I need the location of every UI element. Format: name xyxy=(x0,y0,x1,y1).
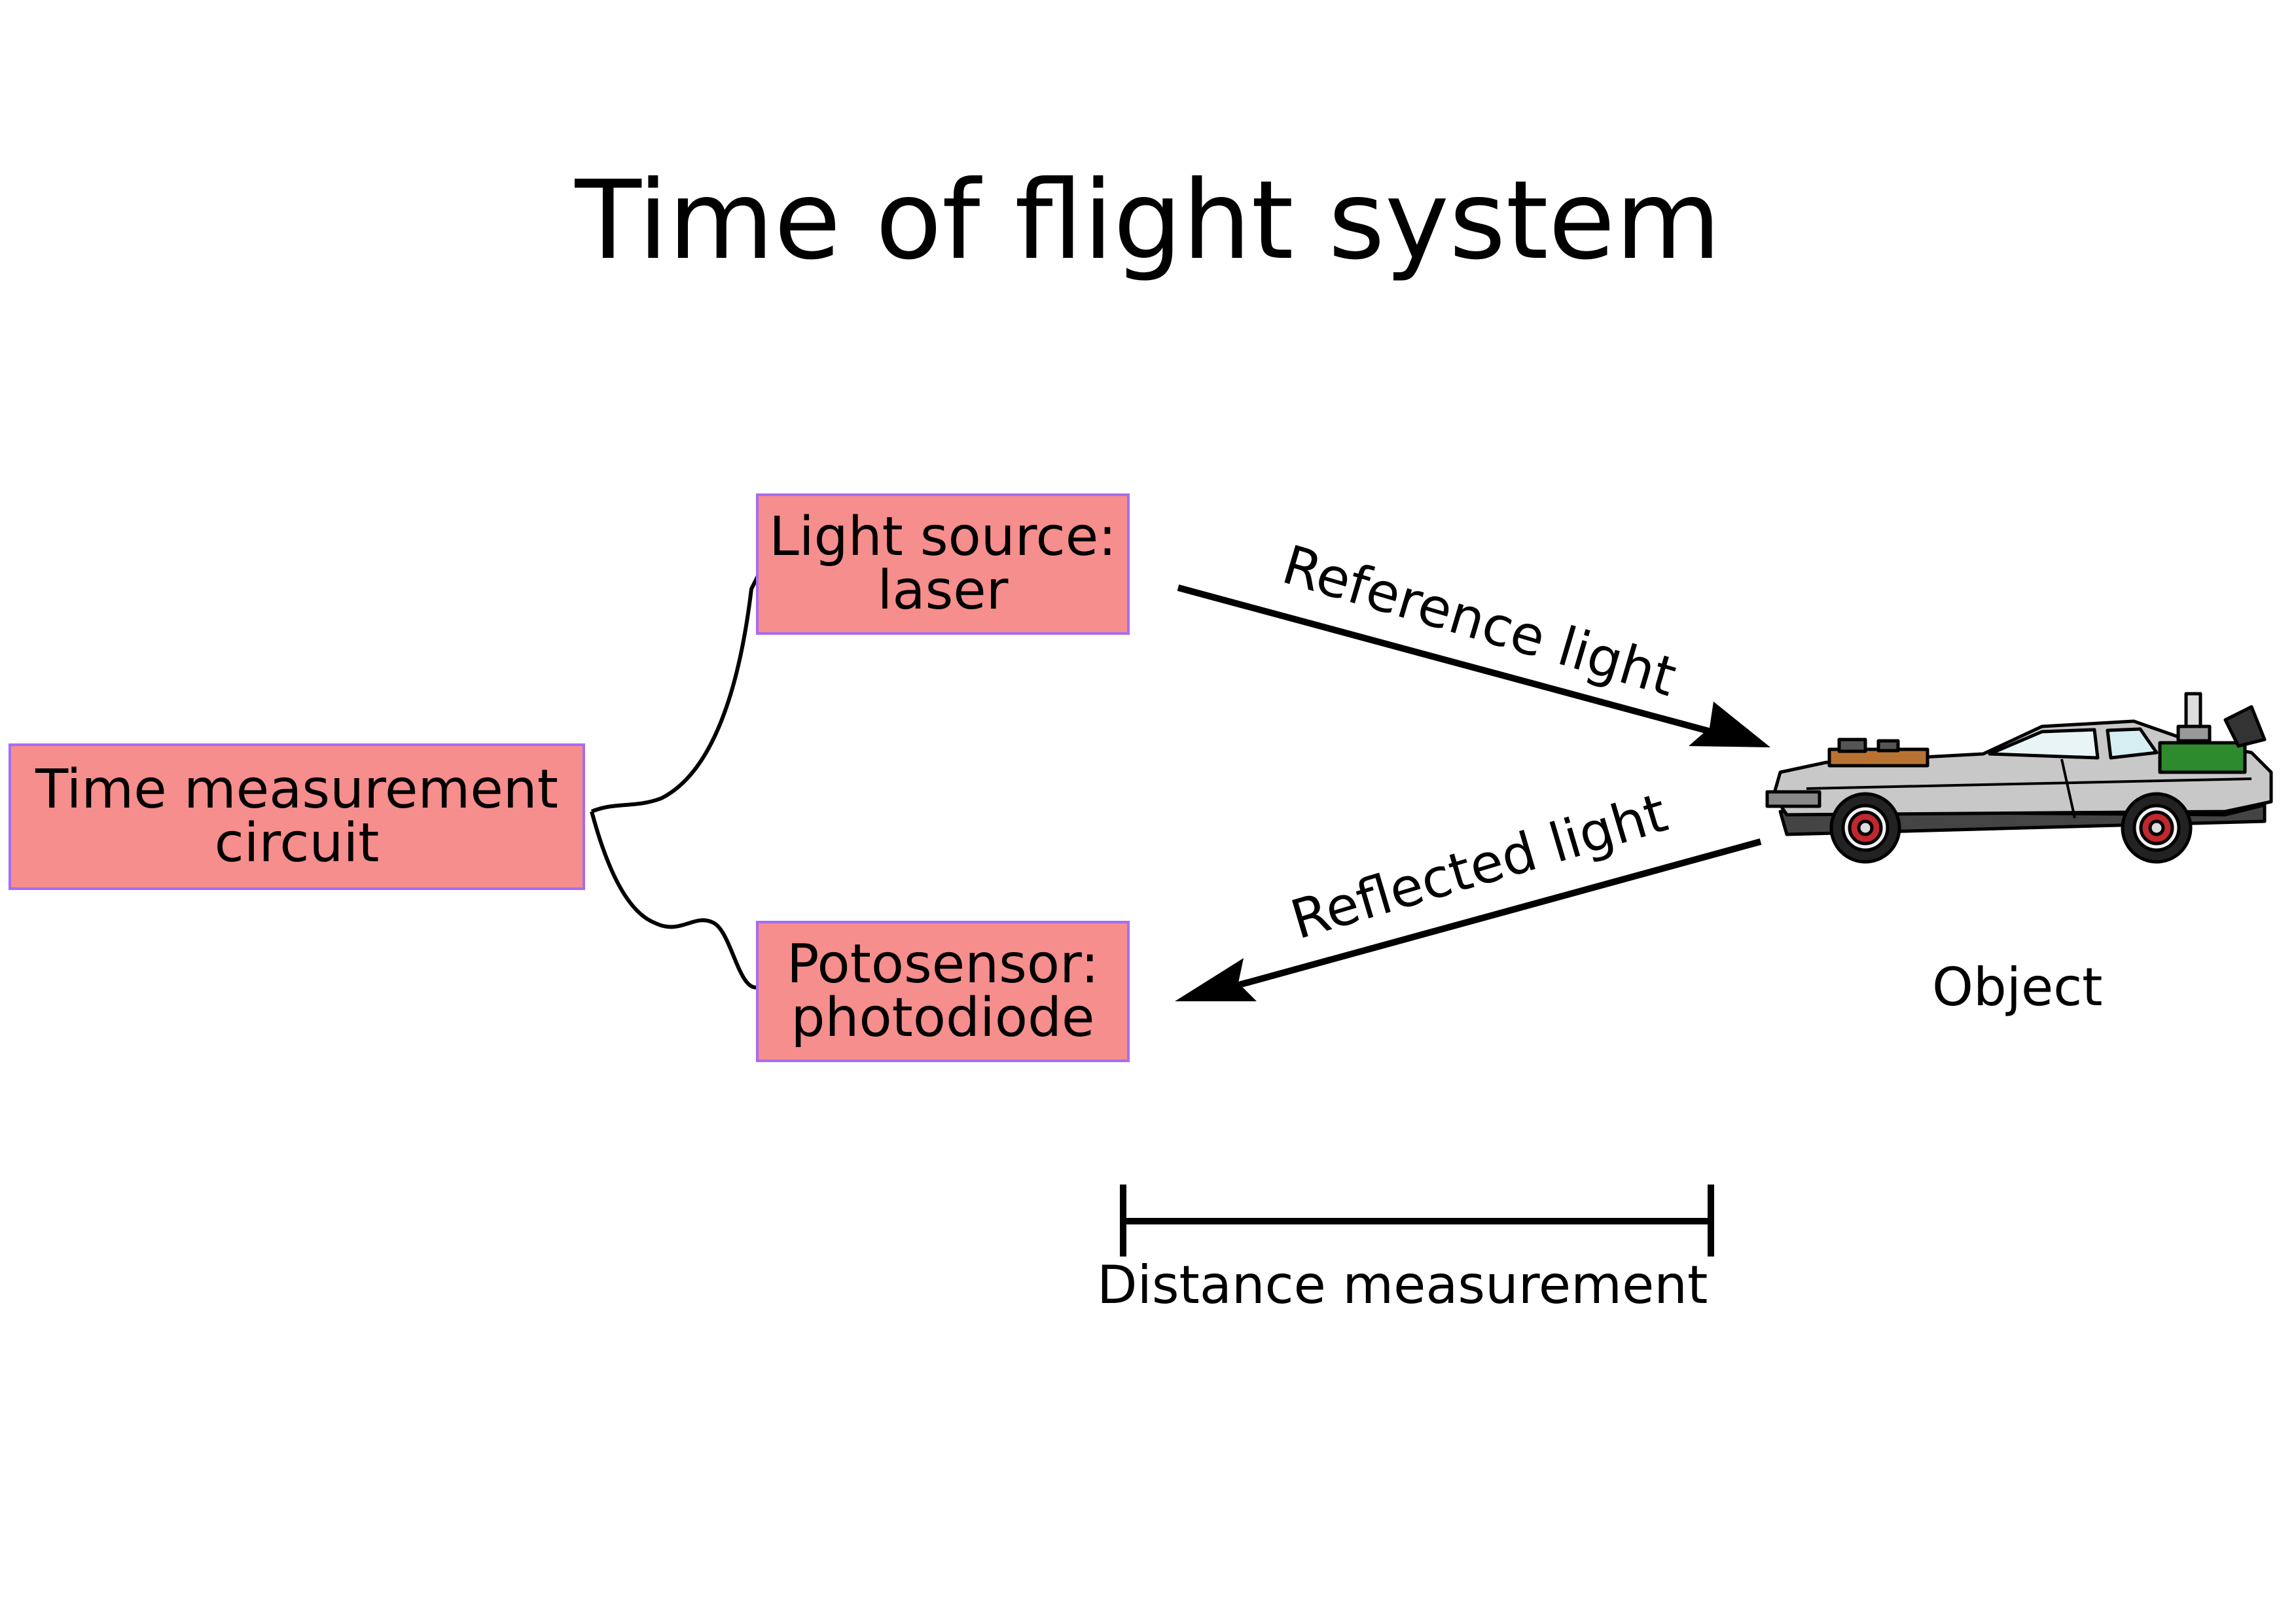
photosensor-line2: photodiode xyxy=(791,987,1095,1049)
wire-to-photodiode xyxy=(590,811,764,990)
distance-measurement-label: Distance measurement xyxy=(1097,1255,1708,1315)
wire-to-laser xyxy=(590,569,762,813)
photosensor-line1: Potosensor: xyxy=(787,933,1099,995)
time-circuit-line2: circuit xyxy=(214,812,380,874)
reference-light-arrowhead xyxy=(1689,702,1770,747)
photosensor-box: Potosensor: photodiode xyxy=(756,921,1130,1062)
diagram-title: Time of flight system xyxy=(575,158,1721,284)
light-source-line1: Light source: xyxy=(769,506,1117,568)
light-source-line2: laser xyxy=(877,560,1009,622)
time-measurement-circuit-box: Time measurement circuit xyxy=(9,743,585,890)
light-source-box: Light source: laser xyxy=(756,493,1130,635)
object-label: Object xyxy=(1932,957,2103,1018)
reflected-light-arrowhead xyxy=(1175,958,1257,1001)
reference-light-arrow xyxy=(1177,584,1729,740)
time-circuit-line1: Time measurement xyxy=(35,758,558,821)
delorean-car-icon xyxy=(1765,692,2273,864)
reflected-light-arrow xyxy=(1216,838,1762,994)
